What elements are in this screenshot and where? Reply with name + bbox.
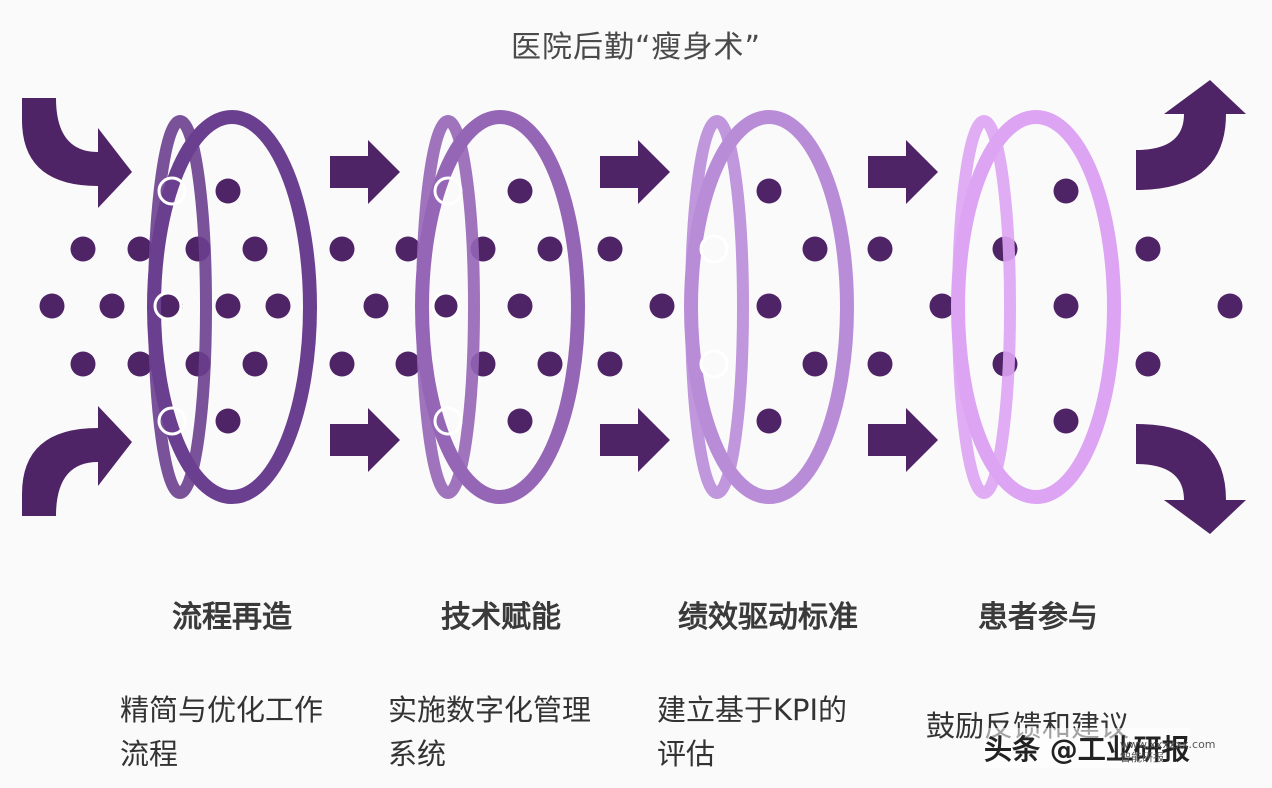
flow-arrows [22,80,1246,534]
lens-inner-rim [685,115,749,499]
particle-dot [802,351,828,377]
particle-dot [1135,351,1161,377]
lens-inner-rim [952,115,1016,499]
filtered-ring [153,291,183,321]
right-arrow [868,140,938,204]
stage-1-title: 流程再造 [172,600,292,635]
filtered-ring [433,406,463,436]
stage-3-title: 绩效驱动标准 [678,600,858,635]
particle-dot [395,236,421,262]
particle-dot [157,293,183,319]
filtered-particle-rings [153,176,729,436]
particle-dot [329,351,355,377]
stage-1-desc-line-2: 流程 [120,737,179,771]
particle-dot [597,236,623,262]
particle-dot [756,408,782,434]
diagram-title: 医院后勤“瘦身术” [510,30,762,65]
right-arrow [330,408,400,472]
right-arrow [600,140,670,204]
particle-dot [329,236,355,262]
stage-1-desc-line-1: 精简与优化工作 [120,693,324,727]
particle-dot [537,351,563,377]
particle-dot [597,351,623,377]
lens-inner-rim [416,115,480,499]
particle-dot [1053,408,1079,434]
particle-dot [929,293,955,319]
particle-dot [433,293,459,319]
particle-dots [39,178,1243,434]
particle-dot [756,293,782,319]
particle-dot [1135,236,1161,262]
filter-lens-4 [951,110,1121,504]
stage-1-description: 精简与优化工作 流程 [120,688,360,776]
particle-dot [70,351,96,377]
curved-exit-arrow-bottom [1136,424,1246,534]
stage-2-title: 技术赋能 [441,600,561,635]
watermark-brand: 智能研报 [1120,751,1164,764]
filtered-ring [431,291,461,321]
filtered-ring [699,349,729,379]
stage-2-desc-line-2: 系统 [388,737,447,771]
stage-3-desc-line-1: 建立基于KPI的 [657,693,848,727]
stage-2-desc-line-1: 实施数字化管理 [388,693,592,727]
particle-dot [507,293,533,319]
filter-lens-2 [415,110,585,504]
particle-dot [39,293,65,319]
particle-dot [867,236,893,262]
particle-dot [867,351,893,377]
stage-3-desc-line-2: 评估 [657,737,716,771]
particle-dot [649,293,675,319]
watermark-logo: 头条 @工业研报 [984,728,1190,768]
filtered-ring [433,176,463,206]
particle-dot [802,236,828,262]
particle-dot [242,236,268,262]
watermark-url: www.xxxxxx.com [1120,738,1216,751]
particle-dot [363,293,389,319]
particle-dot [215,293,241,319]
right-arrow [330,140,400,204]
particle-dot [507,178,533,204]
curved-entry-arrow-top [22,98,132,208]
particle-dot [1053,178,1079,204]
stage-2-description: 实施数字化管理 系统 [388,688,628,776]
particle-dot [215,408,241,434]
particle-dot [1217,293,1243,319]
particle-dot [99,293,125,319]
particle-dot [70,236,96,262]
right-arrow [600,408,670,472]
particle-dot [395,351,421,377]
stage-3-description: 建立基于KPI的 评估 [657,688,897,776]
particle-dot [127,236,153,262]
particle-dot [1053,293,1079,319]
right-arrow [868,408,938,472]
filtered-ring [157,176,187,206]
particle-dot [507,408,533,434]
filtered-ring [699,234,729,264]
particle-dot [265,293,291,319]
curved-entry-arrow-bottom [22,406,132,516]
particle-dot [537,236,563,262]
filtered-ring [157,406,187,436]
particle-dot [215,178,241,204]
lens-ring [951,110,1121,504]
particle-dot [127,351,153,377]
stage-4-title: 患者参与 [978,600,1098,635]
particle-dot [756,178,782,204]
filter-lens-3 [684,110,854,504]
watermark-sub: www.xxxxxx.com 智能研报 [1120,738,1216,764]
curved-exit-arrow-top [1136,80,1246,190]
particle-dot [242,351,268,377]
